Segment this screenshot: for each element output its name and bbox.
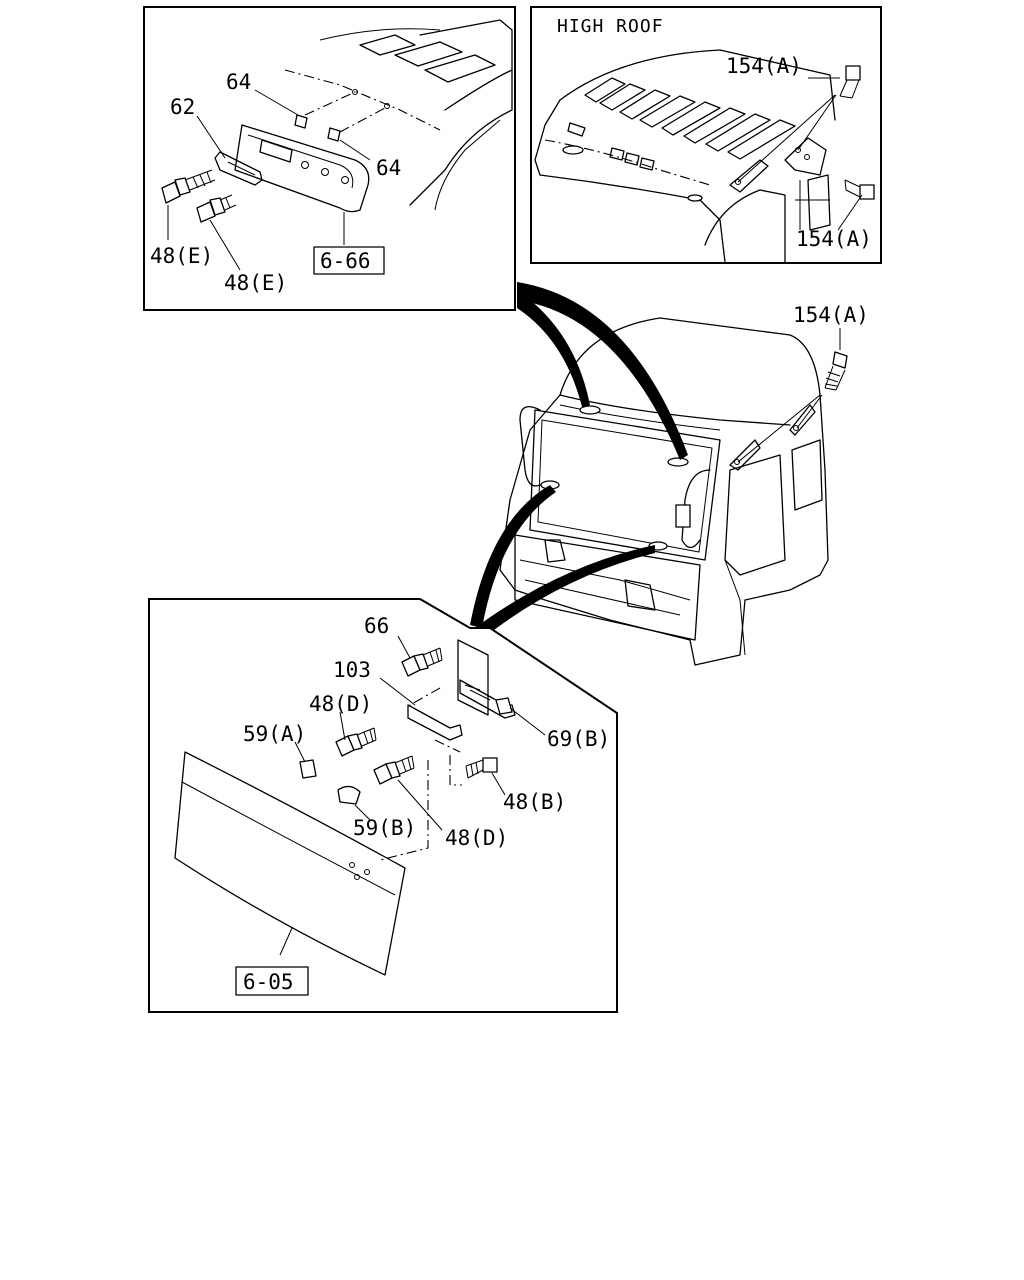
connector-arrow-upper xyxy=(517,282,688,460)
bolt-48b xyxy=(465,757,498,779)
bolt-154a-highroof-lower xyxy=(844,179,875,200)
inset-front-panel: 66 103 48(D) 59(A) 69(B) 48(B) 59(B) 48(… xyxy=(148,598,618,1013)
callout-48e-left: 48(E) xyxy=(150,244,213,268)
callout-48d-upper: 48(D) xyxy=(309,692,372,716)
bolt-48d-lower xyxy=(373,755,415,785)
clip-59b xyxy=(337,785,361,805)
callout-66: 66 xyxy=(364,614,389,638)
bolt-66 xyxy=(401,647,443,677)
nut-69b xyxy=(495,697,513,715)
callout-59b: 59(B) xyxy=(353,816,416,840)
callout-64-upper: 64 xyxy=(226,70,251,94)
callout-154a-main: 154(A) xyxy=(793,303,869,327)
clip-59a xyxy=(299,759,317,779)
inset-roof-marker: 64 62 64 48(E) 48(E) 6-66 xyxy=(143,6,516,311)
bolt-48d-upper xyxy=(335,727,377,757)
inset-high-roof: HIGH ROOF xyxy=(530,6,882,264)
callout-48d-lower: 48(D) xyxy=(445,826,508,850)
callout-103: 103 xyxy=(333,658,371,682)
bolt-154a-highroof-upper xyxy=(839,65,861,99)
callout-48e-right: 48(E) xyxy=(224,271,287,295)
ref-box-6-66: 6-66 xyxy=(320,249,371,273)
ref-box-6-05: 6-05 xyxy=(243,970,294,994)
callout-48b: 48(B) xyxy=(503,790,566,814)
connector-arrow-lower xyxy=(470,485,655,636)
callout-154a-highroof-lower: 154(A) xyxy=(796,227,872,251)
high-roof-title: HIGH ROOF xyxy=(557,16,664,37)
callout-69b: 69(B) xyxy=(547,727,610,751)
bolt-48e-lower xyxy=(196,194,237,223)
callout-62: 62 xyxy=(170,95,195,119)
bolt-48e-upper xyxy=(161,169,216,204)
callout-59a: 59(A) xyxy=(243,722,306,746)
callout-64-lower: 64 xyxy=(376,156,401,180)
callout-154a-highroof-upper: 154(A) xyxy=(726,54,802,78)
bolt-154a-main xyxy=(824,351,848,391)
